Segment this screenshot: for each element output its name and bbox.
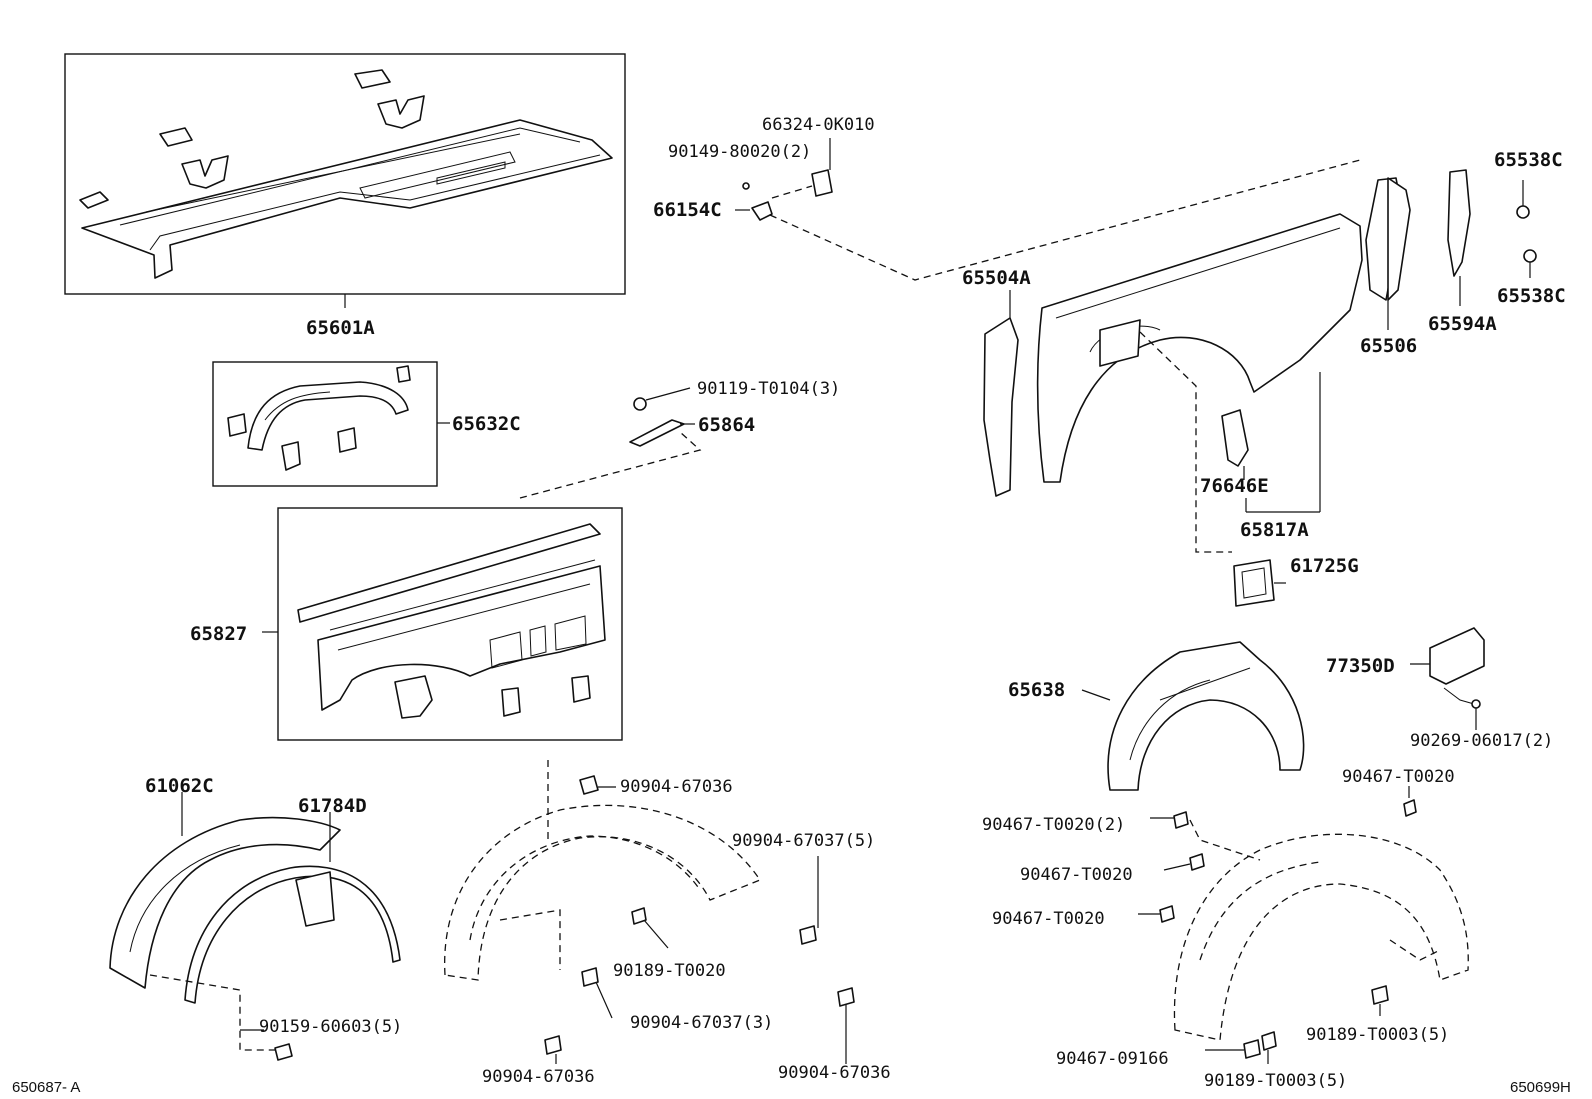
label-65538C-bottom: 65538C bbox=[1497, 285, 1566, 307]
label-65817A: 65817A bbox=[1240, 519, 1309, 541]
label-90159-60603: 90159-60603(5) bbox=[259, 1017, 402, 1037]
label-90467-T0020-middle: 90467-T0020 bbox=[1020, 865, 1133, 885]
corner-code-left: 650687- A bbox=[12, 1079, 80, 1096]
fuel-door-77350D bbox=[1410, 627, 1485, 730]
label-90904-67036-bottom-left: 90904-67036 bbox=[482, 1067, 595, 1087]
65864-brackets bbox=[519, 387, 702, 499]
wheelhouse-brace-box bbox=[212, 361, 438, 487]
label-61784D: 61784D bbox=[298, 795, 367, 817]
label-65538C-top: 65538C bbox=[1494, 149, 1563, 171]
label-90467-T0020-2: 90467-T0020(2) bbox=[982, 815, 1125, 835]
label-90189-T0003-5-right: 90189-T0003(5) bbox=[1306, 1025, 1449, 1045]
fender-flares bbox=[109, 792, 401, 1061]
corner-code-right: 650699H bbox=[1510, 1079, 1571, 1096]
dashed-liner-right bbox=[1138, 786, 1469, 1064]
label-90269-06017: 90269-06017(2) bbox=[1410, 731, 1553, 751]
inner-liner-65638 bbox=[1081, 641, 1305, 791]
label-65632C: 65632C bbox=[452, 413, 521, 435]
label-90149-80020: 90149-80020(2) bbox=[668, 142, 811, 162]
label-65504A: 65504A bbox=[962, 267, 1031, 289]
label-61725G: 61725G bbox=[1290, 555, 1359, 577]
label-90904-67036-bottom-right: 90904-67036 bbox=[778, 1063, 891, 1083]
label-65827: 65827 bbox=[190, 623, 247, 645]
label-65506: 65506 bbox=[1360, 335, 1417, 357]
label-66324-0K010: 66324-0K010 bbox=[762, 115, 875, 135]
label-61062C: 61062C bbox=[145, 775, 214, 797]
label-90189-T0003-5-bottom: 90189-T0003(5) bbox=[1204, 1071, 1347, 1091]
label-90119-T0104: 90119-T0104(3) bbox=[697, 379, 840, 399]
label-77350D: 77350D bbox=[1326, 655, 1395, 677]
label-65601A: 65601A bbox=[306, 317, 375, 339]
label-65864: 65864 bbox=[698, 414, 755, 436]
label-65594A: 65594A bbox=[1428, 313, 1497, 335]
label-90904-67036-top: 90904-67036 bbox=[620, 777, 733, 797]
dashed-liner-center bbox=[444, 760, 855, 1064]
bed-floor-65601A bbox=[64, 53, 626, 308]
label-90467-T0020-right: 90467-T0020 bbox=[1342, 767, 1455, 787]
label-65638: 65638 bbox=[1008, 679, 1065, 701]
label-90189-T0020: 90189-T0020 bbox=[613, 961, 726, 981]
wheelhouse-brace-65632C bbox=[212, 361, 450, 487]
small-hinge-parts bbox=[735, 138, 1361, 281]
label-90904-67037-3: 90904-67037(3) bbox=[630, 1013, 773, 1033]
bed-outer-panel-65817A bbox=[983, 169, 1537, 607]
bed-side-panel-65827 bbox=[262, 507, 623, 741]
bed-side-box bbox=[277, 507, 623, 741]
label-66154C: 66154C bbox=[653, 199, 722, 221]
label-76646E: 76646E bbox=[1200, 475, 1269, 497]
label-90904-67037-5: 90904-67037(5) bbox=[732, 831, 875, 851]
label-90467-09166: 90467-09166 bbox=[1056, 1049, 1169, 1069]
label-90467-T0020-left: 90467-T0020 bbox=[992, 909, 1105, 929]
